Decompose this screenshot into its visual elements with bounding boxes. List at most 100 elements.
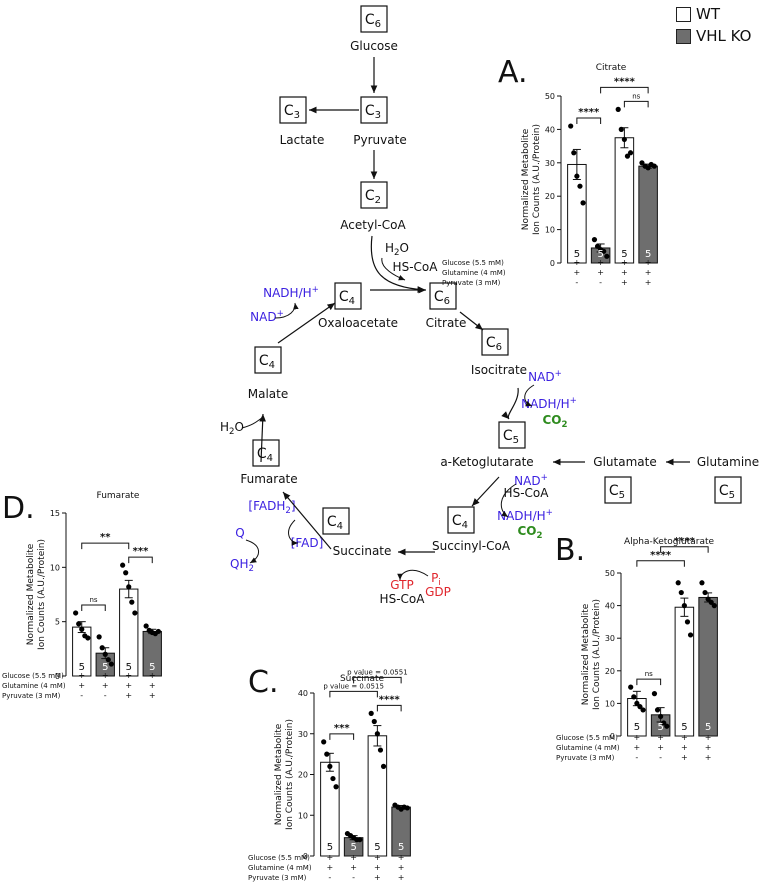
condition-value: + xyxy=(681,733,688,742)
condition-value: + xyxy=(705,733,712,742)
data-point xyxy=(687,632,694,638)
significance-label: ns xyxy=(89,596,97,604)
cofactor-fadh2: [FADH2] xyxy=(248,499,295,516)
legend: WT VHL KO xyxy=(676,3,752,47)
carbon-box-frame xyxy=(360,96,388,124)
cofactor-gdp: GDP xyxy=(425,585,451,599)
panel-letter: A. xyxy=(498,55,528,90)
condition-value: + xyxy=(374,853,381,862)
cofactor-pi: Pi xyxy=(431,571,441,588)
cofactor-qh2: QH2 xyxy=(230,557,254,574)
condition-value: + xyxy=(398,873,405,882)
condition-value: + xyxy=(621,278,628,287)
data-point xyxy=(568,123,574,129)
data-point xyxy=(628,684,634,690)
chart-title: Citrate xyxy=(596,63,627,73)
condition-value: + xyxy=(149,671,156,680)
condition-value: - xyxy=(635,753,638,762)
cofactor-arrow xyxy=(241,417,263,429)
cofactor-nadh: NADH/H+ xyxy=(521,396,577,411)
condition-value: + xyxy=(621,258,628,267)
data-point xyxy=(604,253,610,259)
condition-value: + xyxy=(78,671,85,680)
condition-label: Glutamine (4 mM) xyxy=(248,864,312,872)
data-point xyxy=(368,710,374,716)
data-point xyxy=(76,621,82,627)
condition-value: + xyxy=(597,268,604,277)
cofactor-q: Q xyxy=(235,526,244,540)
carbon-box: C6 xyxy=(429,282,457,310)
data-point xyxy=(327,763,333,769)
significance-label: *** xyxy=(133,546,149,557)
data-point xyxy=(639,160,645,166)
data-point xyxy=(651,691,658,697)
data-point xyxy=(601,248,607,254)
panel-letter: D. xyxy=(2,491,35,526)
cofactor-arrow xyxy=(288,519,299,546)
panel-letter: B. xyxy=(555,533,585,568)
cofactor-nad: NAD+ xyxy=(250,309,284,324)
legend-swatch-wt xyxy=(676,6,691,22)
data-point xyxy=(357,837,363,843)
y-tick-label: 15 xyxy=(50,509,60,518)
cofactor-co2: CO2 xyxy=(542,413,567,430)
condition-value: + xyxy=(350,863,357,872)
significance-bracket xyxy=(376,704,402,712)
y-tick-label: 0 xyxy=(303,852,308,861)
carbon-count-label: C5 xyxy=(719,483,735,501)
carbon-box: C4 xyxy=(447,506,475,534)
cofactor-fad: [FAD] xyxy=(291,536,324,550)
condition-label: Pyruvate (3 mM) xyxy=(556,754,615,762)
data-point xyxy=(102,651,108,657)
condition-label: Pyruvate (3 mM) xyxy=(2,692,61,700)
significance-label: ns xyxy=(645,670,653,678)
data-point xyxy=(705,596,711,602)
y-tick-label: 10 xyxy=(50,563,60,572)
data-point xyxy=(571,150,577,156)
cofactor-hs-coa: HS-CoA xyxy=(380,592,426,606)
carbon-box: C4 xyxy=(252,439,280,467)
bar xyxy=(674,606,695,737)
data-point xyxy=(651,163,657,169)
carbon-count-label: C2 xyxy=(365,188,381,206)
condition-value: + xyxy=(705,743,712,752)
condition-value: + xyxy=(149,691,156,700)
metabolite-malate: Malate xyxy=(248,387,288,401)
cofactor-co2: CO2 xyxy=(517,524,542,541)
cofactor-h2o: H2O xyxy=(220,420,244,437)
carbon-box: C5 xyxy=(498,421,526,449)
carbon-box-frame xyxy=(279,96,307,124)
carbon-box-frame xyxy=(334,282,362,310)
metabolite-glutamine: Glutamine xyxy=(697,455,759,469)
significance-bracket xyxy=(329,733,355,740)
condition-label: Glucose (5.5 mM) xyxy=(556,734,618,742)
data-point xyxy=(374,731,380,737)
significance-label: **** xyxy=(578,107,600,118)
data-point xyxy=(108,661,114,667)
data-point xyxy=(634,700,640,707)
significance-bracket xyxy=(660,546,709,553)
carbon-count-label: C6 xyxy=(434,289,450,307)
data-point xyxy=(132,610,138,616)
data-point xyxy=(126,584,132,590)
condition-value: + xyxy=(149,681,156,690)
arrow-malate-oaa xyxy=(277,302,336,344)
data-point xyxy=(661,720,667,726)
cofactor-nadh: NADH/H+ xyxy=(263,285,319,300)
condition-label: Glucose (5.5 mM) xyxy=(442,259,504,267)
n-label: 5 xyxy=(79,662,85,673)
metabolite-pyruvate: Pyruvate xyxy=(353,133,406,147)
y-tick-label: 10 xyxy=(545,226,555,235)
metabolite-oxaloacetate: Oxaloacetate xyxy=(318,316,398,330)
significance-label: ns xyxy=(632,92,640,100)
carbon-count-label: C6 xyxy=(365,12,381,30)
condition-label: Glutamine (4 mM) xyxy=(556,744,620,752)
significance-label: **** xyxy=(650,550,672,561)
metabolite-isocitrate: Isocitrate xyxy=(471,363,527,377)
data-point xyxy=(591,237,598,243)
condition-label: Pyruvate (3 mM) xyxy=(442,279,501,287)
condition-value: + xyxy=(125,691,132,700)
data-point xyxy=(574,173,580,179)
cofactor-arrow xyxy=(500,483,517,518)
data-point xyxy=(143,623,149,629)
